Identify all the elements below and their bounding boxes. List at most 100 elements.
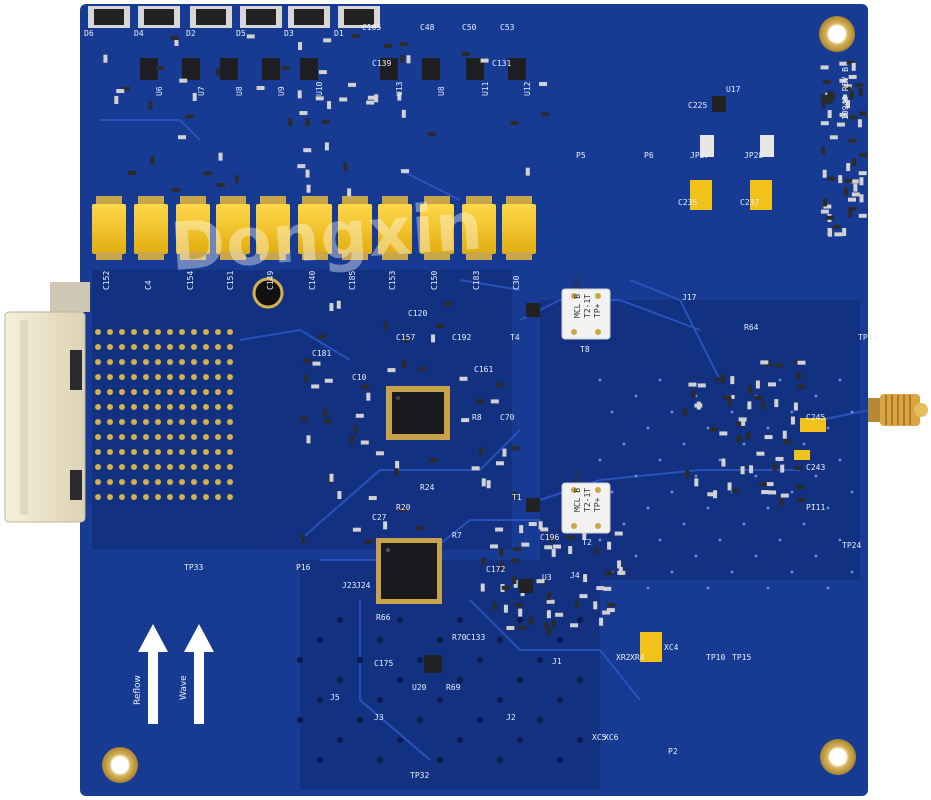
smd-passive: [839, 61, 848, 66]
capacitor-label: C4: [144, 280, 153, 290]
header-pin: [155, 464, 161, 470]
header-pin: [179, 329, 185, 335]
component-label: JP27: [690, 151, 709, 160]
header-pin: [107, 359, 113, 365]
smd-passive: [480, 58, 489, 63]
smd-passive: [427, 132, 436, 137]
smd-passive: [596, 586, 605, 591]
smd-passive: [336, 300, 341, 309]
transformer-bottom: MCL B 301 T2-1T TP+: [561, 468, 611, 534]
via: [577, 677, 583, 683]
via: [850, 570, 854, 574]
smd-passive: [401, 109, 406, 118]
smd-passive: [827, 176, 836, 181]
via: [634, 554, 638, 558]
smd-passive: [351, 33, 360, 38]
smd-passive: [397, 92, 402, 101]
header-pin: [215, 464, 221, 470]
component-label: XR4: [630, 653, 645, 662]
header-pin: [215, 374, 221, 380]
smd-passive: [555, 612, 564, 617]
via: [417, 717, 423, 723]
smd-passive: [823, 204, 832, 209]
via: [766, 426, 770, 430]
component-label: R20: [396, 503, 411, 512]
via: [778, 538, 782, 542]
header-pin: [107, 449, 113, 455]
smd-passive: [185, 114, 194, 119]
smd-passive: [128, 170, 137, 175]
smd-passive: [352, 527, 361, 532]
wave-arrow: Wave: [179, 624, 214, 724]
header-pin: [203, 404, 209, 410]
tantalum-pad: [302, 196, 328, 206]
component-label: J5: [330, 693, 340, 702]
smd-passive: [747, 401, 752, 410]
diode-body: [246, 9, 276, 25]
header-pin: [167, 374, 173, 380]
smd-passive: [839, 78, 848, 83]
component-label: C172: [486, 565, 505, 574]
tantalum-capacitor: [502, 204, 536, 254]
via: [497, 757, 503, 763]
smd-passive: [746, 432, 751, 441]
via: [754, 474, 758, 478]
component-label: U17: [726, 85, 741, 94]
tantalum-pad: [260, 196, 286, 206]
header-pin: [179, 404, 185, 410]
smd-passive: [764, 362, 773, 367]
smd-passive: [761, 490, 770, 495]
smd-passive: [459, 376, 468, 381]
smd-passive: [323, 419, 332, 424]
transformer-bottom-text-1: MCL B 301: [573, 468, 582, 512]
small-ic: [424, 96, 726, 673]
via: [706, 506, 710, 510]
header-pin: [215, 389, 221, 395]
tantalum-capacitor: [338, 204, 372, 254]
component-label: C181: [312, 349, 331, 358]
smd-passive: [851, 192, 860, 197]
smd-passive: [317, 334, 326, 339]
via: [790, 570, 794, 574]
smd-passive: [796, 485, 805, 490]
via: [357, 717, 363, 723]
smd-passives: [103, 33, 868, 636]
tantalum-pad: [382, 252, 408, 260]
smd-passive: [368, 496, 377, 501]
header-pin: [143, 494, 149, 500]
via: [437, 637, 443, 643]
smd-passive: [501, 585, 510, 590]
header-pin: [119, 389, 125, 395]
header-pin: [107, 464, 113, 470]
mounting-holes: [102, 16, 856, 783]
smd-passive: [353, 425, 358, 434]
smd-passive: [764, 435, 773, 440]
header-pin: [107, 434, 113, 440]
chip-label: U13: [395, 81, 404, 96]
capacitor-label: C149: [266, 271, 275, 290]
component-label: JP28: [744, 151, 763, 160]
smd-passive: [518, 625, 527, 630]
tantalum-pad: [342, 196, 368, 206]
header-pin: [131, 404, 137, 410]
smd-passive: [297, 90, 302, 99]
smd-passive: [550, 534, 555, 543]
smd-passive: [216, 183, 225, 188]
smd-passive: [827, 227, 832, 236]
header-pin: [191, 419, 197, 425]
via: [634, 474, 638, 478]
smd-passive: [518, 608, 523, 617]
header-pin: [179, 479, 185, 485]
smd-passive: [315, 96, 324, 101]
smd-passive: [364, 539, 373, 544]
tantalum-capacitor: [420, 204, 454, 254]
via: [766, 506, 770, 510]
smd-passive: [842, 228, 847, 237]
smd-passive: [322, 408, 327, 417]
header-pin: [119, 479, 125, 485]
tantalum-pad: [506, 196, 532, 206]
via: [537, 717, 543, 723]
header-pin: [203, 419, 209, 425]
capacitor-label: C185: [348, 271, 357, 290]
via: [477, 717, 483, 723]
